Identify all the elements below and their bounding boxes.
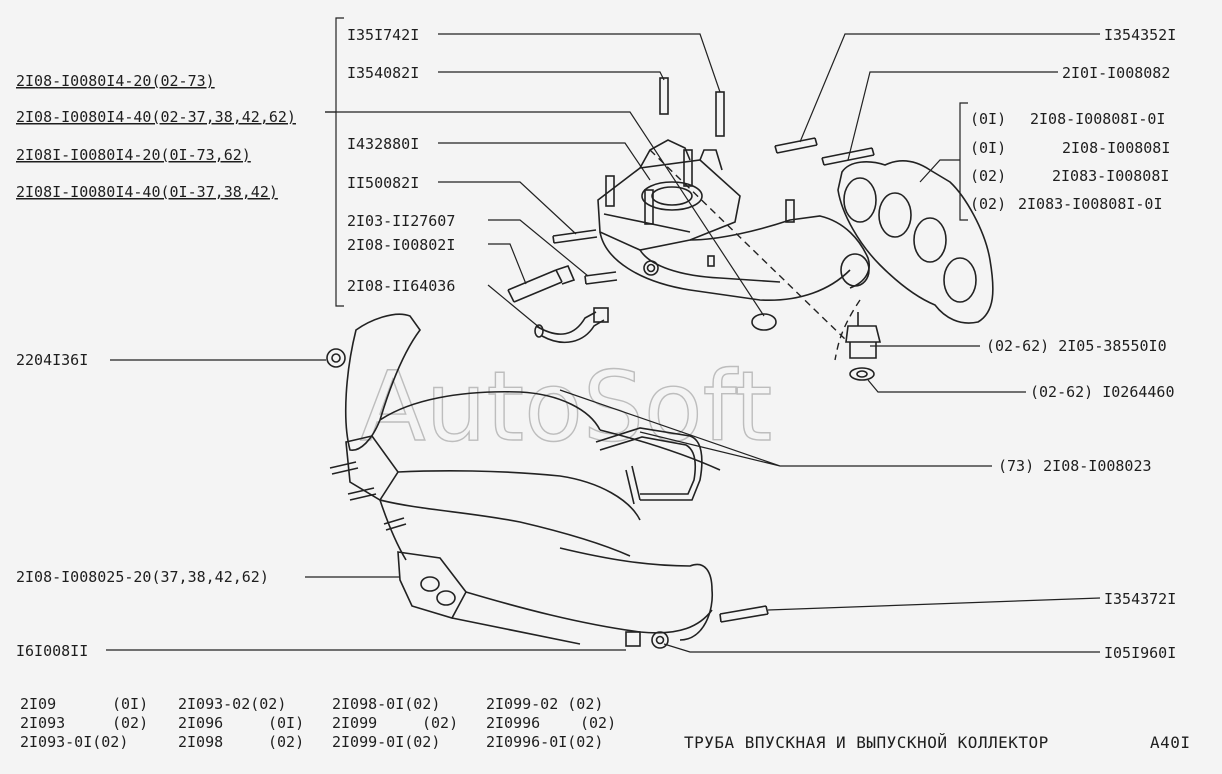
exhaust-manifold-drawing [329, 313, 721, 645]
part-number-3: 2I08I-I0080I4-20(0I-73,62) [16, 146, 251, 164]
page-code: A40I [1150, 733, 1191, 752]
left-label-washer: 2204I36I [16, 351, 88, 369]
model-cell: 2I098-0I(02) [332, 695, 440, 713]
right-label-sensor: (02-62) 2I05-38550I0 [986, 337, 1167, 355]
left-label-nut: I6I008II [16, 642, 88, 660]
right-label-stud: I354352I [1104, 26, 1176, 44]
fasteners-drawing [326, 348, 669, 649]
right-label-pin: 2I0I-I008082 [1062, 64, 1170, 82]
model-cell: 2I09 [20, 695, 56, 713]
gasket-code-1: (0I) [970, 110, 1006, 128]
intake-pipe-drawing [597, 77, 870, 331]
model-cell: 2I093-0I(02) [20, 733, 128, 751]
model-table: 2I09 (0I) 2I093 (02) 2I093-0I(02) 2I093-… [20, 695, 616, 751]
model-cell: 2I093 [20, 714, 65, 732]
bracket-label-3: I432880I [347, 135, 419, 153]
model-cell: 2I098 [178, 733, 223, 751]
right-labels: I354352I 2I0I-I008082 (0I) 2I08-I00808I-… [970, 26, 1176, 662]
model-cell: 2I099 [332, 714, 377, 732]
gasket-part-4: 2I083-I00808I-0I [1018, 195, 1163, 213]
bracket-label-2: I354082I [347, 64, 419, 82]
gasket-part-3: 2I083-I00808I [1052, 167, 1169, 185]
left-labels: 2204I36I 2I08-I008025-20(37,38,42,62) I6… [16, 351, 269, 660]
dashed-guide [649, 149, 849, 343]
right-label-stud-lower: I354372I [1104, 590, 1176, 608]
sensor-drawing [845, 312, 882, 381]
bracket-label-5: 2I03-II27607 [347, 212, 455, 230]
bracket-labels: I35I742I I354082I I432880I II50082I 2I03… [347, 26, 455, 295]
model-cell: 2I093-02(02) [178, 695, 286, 713]
watermark: AutoSoft [360, 351, 772, 463]
model-cell: 2I0996-0I(02) [486, 733, 603, 751]
gasket-code-2: (0I) [970, 139, 1006, 157]
part-number-2: 2I08-I0080I4-40(02-37,38,42,62) [16, 108, 296, 126]
model-cell: 2I0996 [486, 714, 540, 732]
left-label-manifold: 2I08-I008025-20(37,38,42,62) [16, 568, 269, 586]
bracket-label-7: 2I08-II64036 [347, 277, 455, 295]
bracket-label-6: 2I08-I00802I [347, 236, 455, 254]
model-cell: (0I) [268, 714, 304, 732]
leader-lines [106, 17, 1101, 653]
left-part-numbers: 2I08-I0080I4-20(02-73) 2I08-I0080I4-40(0… [16, 72, 296, 201]
right-label-nut: I05I960I [1104, 644, 1176, 662]
gasket-part-2: 2I08-I00808I [1062, 139, 1170, 157]
page-title: ТРУБА ВПУСКНАЯ И ВЫПУСКНОЙ КОЛЛЕКТОР [684, 733, 1049, 752]
model-cell: 2I099-02 (02) [486, 695, 603, 713]
dashed-guide-2 [834, 299, 861, 361]
bracket-label-4: II50082I [347, 174, 419, 192]
gasket-part-1: 2I08-I00808I-0I [1030, 110, 1165, 128]
model-cell: (02) [112, 714, 148, 732]
part-number-1: 2I08-I0080I4-20(02-73) [16, 72, 215, 90]
gasket-drawing [837, 160, 994, 324]
studs-drawing [507, 137, 875, 623]
model-cell: 2I096 [178, 714, 223, 732]
right-label-tube: (73) 2I08-I008023 [998, 457, 1152, 475]
part-number-4: 2I08I-I0080I4-40(0I-37,38,42) [16, 183, 278, 201]
bracket-label-1: I35I742I [347, 26, 419, 44]
model-cell: (02) [580, 714, 616, 732]
model-cell: (0I) [112, 695, 148, 713]
gasket-code-3: (02) [970, 167, 1006, 185]
model-cell: 2I099-0I(02) [332, 733, 440, 751]
right-label-washer: (02-62) I0264460 [1030, 383, 1175, 401]
gasket-code-4: (02) [970, 195, 1006, 213]
model-cell: (02) [422, 714, 458, 732]
model-cell: (02) [268, 733, 304, 751]
